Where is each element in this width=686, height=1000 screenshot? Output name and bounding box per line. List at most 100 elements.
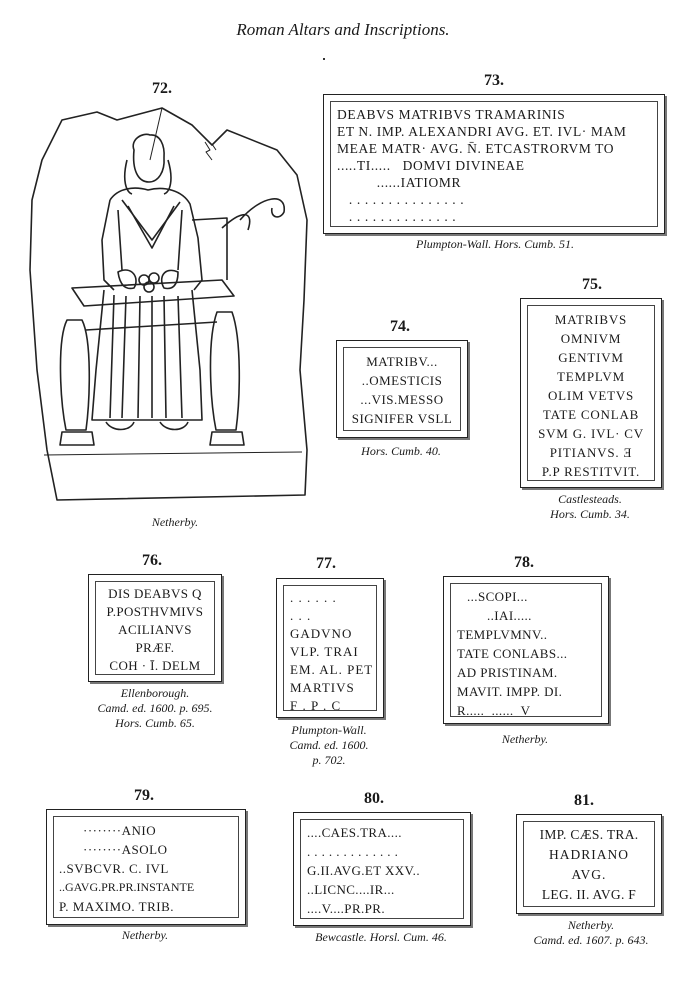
inscription-line: . . . . . .: [290, 590, 337, 605]
figure-74-number: 74.: [390, 318, 410, 335]
inscription-line: ....V....PR.PR.: [307, 901, 386, 916]
inscription-line: MEAE MATR· AVG. N̄. ETCASTRORVM TO: [337, 141, 615, 156]
figure-78-caption: Netherby.: [450, 732, 600, 747]
caption-line: p. 702.: [312, 753, 346, 767]
inscription-line: LEG. II. AVG. F: [541, 887, 637, 902]
inscription-line: ......IATIOMR: [337, 175, 462, 190]
caption-line: Camd. ed. 1600. p. 695.: [97, 701, 213, 715]
inscription-line: ...SCOPI...: [467, 589, 528, 604]
inscription-line: R..... ...... V: [457, 703, 531, 718]
inscription-line: . . . . . . . . . . . . . .: [337, 209, 457, 224]
inscription-line: ...VIS.MESSO: [360, 392, 444, 407]
caption-line: Netherby.: [501, 732, 549, 746]
caption-line: Plumpton-Wall. Hors. Cumb. 51.: [416, 237, 574, 251]
inscription-line: COH · Ī. DELM: [109, 658, 201, 673]
figure-74-caption: Hors. Cumb. 40.: [336, 444, 466, 459]
inscription-line: DEABVS MATRIBVS TRAMARINIS: [337, 107, 566, 122]
inscription-line: HADRIANO: [549, 847, 629, 862]
figure-79-caption: Netherby.: [70, 928, 220, 943]
inscription-line: F . P . C: [290, 698, 342, 713]
caption-line: Bewcastle. Horsl. Cum. 46.: [315, 930, 447, 944]
caption-line: Castlesteads.: [558, 492, 622, 506]
inscription-line: OLIM VETVS: [547, 388, 635, 403]
ink-dot: [323, 58, 325, 60]
caption-line: Camd. ed. 1607. p. 643.: [533, 933, 649, 947]
inscription-line: . . . . . . . . . . . . . . .: [337, 192, 465, 207]
inscription-line: PITIANVS. Ǝ: [549, 445, 633, 460]
figure-78-number: 78.: [514, 554, 534, 571]
figure-81-inscription-plate: IMP. CÆS. TRA. HADRIANO AVG. LEG. II. AV…: [516, 814, 662, 914]
inscription-line: VLP. TRAI: [290, 644, 359, 659]
inscription-line: AD PRISTINAM.: [457, 665, 558, 680]
inscription-line: . . . . . . . . . . . . .: [307, 844, 399, 859]
inscription-line: TATE CONLABS...: [457, 646, 568, 661]
inscription-line: ········ANIO: [83, 823, 157, 838]
inscription-line: ..SVBCVR. C. IVL: [59, 861, 169, 876]
figure-75-inscription-plate: MATRIBVS OMNIVM GENTIVM TEMPLVM OLIM VET…: [520, 298, 662, 488]
figure-76-caption: Ellenborough. Camd. ed. 1600. p. 695. Ho…: [70, 686, 240, 731]
figure-80-inscription-plate: ....CAES.TRA.... . . . . . . . . . . . .…: [293, 812, 471, 926]
inscription-line: ....CAES.TRA....: [307, 825, 402, 840]
figure-72-number: 72.: [152, 80, 172, 97]
figure-76-number: 76.: [142, 552, 162, 569]
figure-80-caption: Bewcastle. Horsl. Cum. 46.: [286, 930, 476, 945]
inscription-line: ..OMESTICIS: [361, 373, 443, 388]
figure-76-inscription-plate: DIS DEABVS Q P.POSTHVMIVS ACILIANVS PRÆF…: [88, 574, 222, 682]
caption-line: Hors. Cumb. 40.: [361, 444, 441, 458]
figure-75-caption: Castlesteads. Hors. Cumb. 34.: [520, 492, 660, 522]
inscription-line: ..IAI.....: [487, 608, 532, 623]
inscription-line: DIS DEABVS Q: [108, 586, 202, 601]
inscription-line: G.II.AVG.ET XXV..: [307, 863, 420, 878]
inscription-line: ········ASOLO: [83, 842, 168, 857]
inscription-line: EM. AL. PET: [290, 662, 374, 677]
caption-line: Plumpton-Wall.: [291, 723, 367, 737]
figure-73-inscription-plate: DEABVS MATRIBVS TRAMARINIS ET N. IMP. AL…: [323, 94, 665, 234]
inscription-line: MATRIBV...: [366, 354, 438, 369]
inscription-line: . . .: [290, 608, 312, 623]
inscription-line: ..LICNC....IR...: [307, 882, 395, 897]
figure-77-caption: Plumpton-Wall. Camd. ed. 1600. p. 702.: [266, 723, 392, 768]
figure-72-caption: Netherby.: [110, 515, 240, 530]
caption-line: Netherby.: [121, 928, 169, 942]
figure-79-number: 79.: [134, 787, 154, 804]
caption-line: Hors. Cumb. 34.: [550, 507, 630, 521]
inscription-line: MAVIT. IMPP. DI.: [457, 684, 563, 699]
inscription-line: SVM G. IVL· CV: [538, 426, 644, 441]
figure-73-caption: Plumpton-Wall. Hors. Cumb. 51.: [330, 237, 660, 252]
caption-line: Netherby.: [151, 515, 199, 529]
inscription-line: P.P RESTITVIT.: [541, 464, 641, 479]
inscription-line: ET N. IMP. ALEXANDRI AVG. ET. IVL· MAM: [337, 124, 627, 139]
inscription-line: SIGNIFER VSLL: [351, 411, 453, 426]
caption-line: Ellenborough.: [120, 686, 190, 700]
figure-77-inscription-plate: . . . . . . . . . GADVNO VLP. TRAI EM. A…: [276, 578, 384, 718]
figure-80-number: 80.: [364, 790, 384, 807]
figure-75-number: 75.: [582, 276, 602, 293]
inscription-line: TEMPLVMNV..: [457, 627, 548, 642]
inscription-line: TEMPLVM: [557, 369, 625, 384]
caption-line: Camd. ed. 1600.: [289, 738, 369, 752]
page-title: Roman Altars and Inscriptions.: [236, 20, 450, 39]
inscription-line: IMP. CÆS. TRA.: [539, 827, 639, 842]
inscription-line: P. MAXIMO. TRIB.: [59, 899, 175, 914]
inscription-line: PRÆF.: [135, 640, 175, 655]
inscription-line: GADVNO: [290, 626, 353, 641]
figure-81-caption: Netherby. Camd. ed. 1607. p. 643.: [506, 918, 676, 948]
figure-72-relief-illustration: [29, 107, 308, 501]
inscription-line: .....TI..... DOMVI DIVINEAE: [337, 158, 525, 173]
figure-73-number: 73.: [484, 72, 504, 89]
inscription-line: GENTIVM: [558, 350, 624, 365]
figure-77-number: 77.: [316, 555, 336, 572]
caption-line: Hors. Cumb. 65.: [115, 716, 195, 730]
figure-78-inscription-plate: ...SCOPI... ..IAI..... TEMPLVMNV.. TATE …: [443, 576, 609, 724]
inscription-line: ACILIANVS: [118, 622, 192, 637]
caption-line: Netherby.: [567, 918, 615, 932]
inscription-line: AVG.: [571, 867, 607, 882]
figure-81-number: 81.: [574, 792, 594, 809]
figure-74-inscription-plate: MATRIBV... ..OMESTICIS ...VIS.MESSO SIGN…: [336, 340, 468, 438]
figure-79-inscription-plate: ········ANIO ········ASOLO ..SVBCVR. C. …: [46, 809, 246, 925]
inscription-line: P.POSTHVMIVS: [106, 604, 204, 619]
inscription-line: OMNIVM: [560, 331, 622, 346]
inscription-line: ..GAVG.PR.PR.INSTANTE: [59, 880, 195, 894]
inscription-line: MARTIVS: [290, 680, 355, 695]
inscription-line: TATE CONLAB: [542, 407, 640, 422]
